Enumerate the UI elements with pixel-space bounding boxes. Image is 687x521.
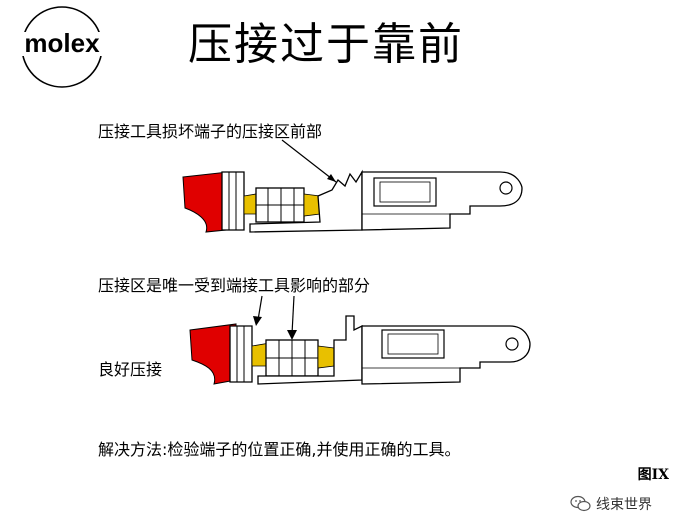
watermark-text: 线束世界 bbox=[596, 497, 652, 513]
wechat-icon bbox=[570, 495, 591, 512]
page-title: 压接过于靠前 bbox=[188, 19, 464, 70]
terminal-damaged bbox=[182, 139, 523, 233]
caption-damage: 压接工具损坏端子的压接区前部 bbox=[98, 122, 323, 141]
insulation-top bbox=[182, 171, 229, 233]
caption-solution: 解决方法:检验端子的位置正确,并使用正确的工具。 bbox=[98, 440, 461, 459]
caption-good-crimp: 良好压接 bbox=[98, 360, 163, 379]
insulation-bottom bbox=[189, 323, 237, 385]
terminal-good bbox=[189, 295, 531, 385]
figure-label: 图IX bbox=[637, 467, 669, 483]
molex-logo: molex bbox=[14, 6, 110, 88]
logo-text: molex bbox=[24, 28, 100, 58]
watermark: 线束世界 bbox=[570, 494, 652, 514]
caption-crimp-zone: 压接区是唯一受到端接工具影响的部分 bbox=[98, 276, 371, 295]
